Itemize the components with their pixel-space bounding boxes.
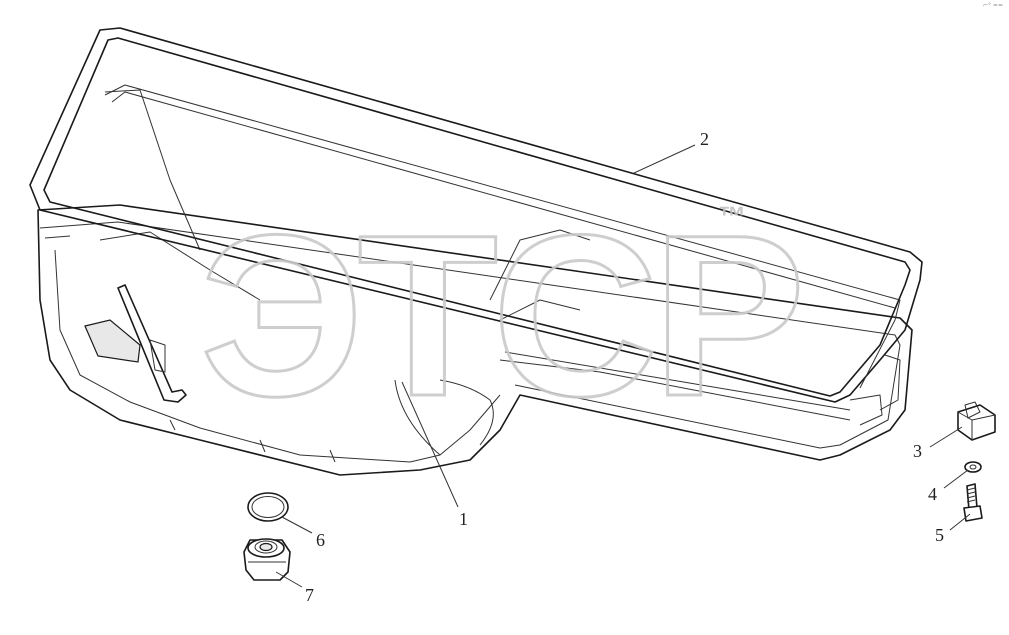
callout-2: 2: [700, 129, 709, 149]
leader-2: [633, 144, 696, 174]
callout-6: 6: [316, 530, 325, 550]
callout-3: 3: [913, 441, 922, 461]
o-ring-icon[interactable]: [247, 492, 289, 522]
leader-6: [281, 516, 313, 534]
bracket-icon[interactable]: [957, 401, 996, 441]
leader-7: [275, 571, 303, 588]
leader-3: [929, 426, 963, 448]
oil-pan-icon[interactable]: [37, 89, 913, 476]
drain-plug-icon[interactable]: [243, 538, 291, 581]
callout-5: 5: [935, 525, 944, 545]
washer-icon[interactable]: [964, 461, 982, 473]
watermark: ЭТСР ™: [199, 186, 808, 446]
callout-7: 7: [305, 585, 314, 605]
callout-1: 1: [459, 509, 468, 529]
corner-mark: ⌐° ==: [983, 2, 1003, 9]
bolt-icon[interactable]: [963, 483, 983, 522]
gasket-frame-icon[interactable]: [29, 27, 923, 403]
callout-4: 4: [928, 484, 937, 504]
leader-lines: [275, 144, 971, 588]
leader-1: [401, 381, 459, 508]
leader-4: [943, 469, 969, 489]
trademark-symbol: ™: [718, 201, 746, 232]
callout-labels: 1 2 3 4 5 6 7: [305, 129, 944, 605]
watermark-text: ЭТСР: [200, 187, 800, 444]
leader-5: [949, 513, 971, 531]
